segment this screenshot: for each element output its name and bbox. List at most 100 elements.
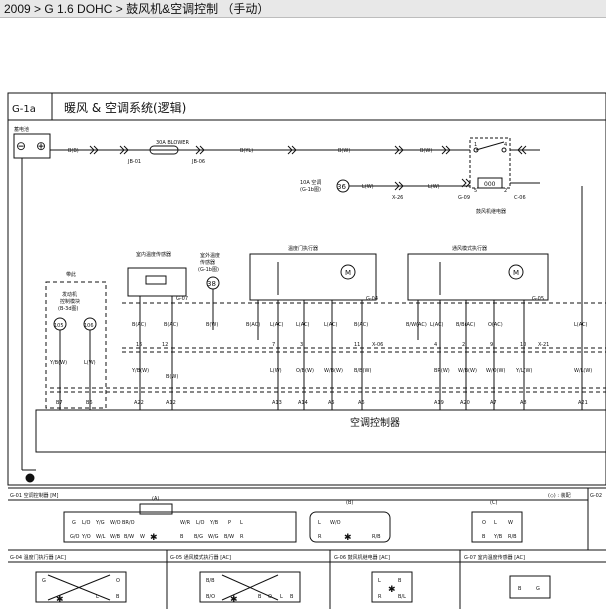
wire-a: B(B) xyxy=(68,148,79,154)
conn-a-bot-r-1: B/G xyxy=(194,534,203,540)
conn-a-top-4: BR/O xyxy=(122,520,135,526)
wire-low-1: L(W) xyxy=(84,360,96,366)
pin-a19: A19 xyxy=(434,400,444,406)
wire-mid-7: B(AC) xyxy=(354,322,368,328)
x-num-2: 7 xyxy=(272,342,275,348)
motor-icon-2: M xyxy=(513,269,519,277)
conn-g07: G-07 室内温度传感器 [AC] xyxy=(464,554,525,561)
conn-a-bot-5: W xyxy=(140,534,145,540)
conn-a-top-3: W/O xyxy=(110,520,121,526)
wire-low-4: O/B(W) xyxy=(296,368,314,374)
pin-a13: A13 xyxy=(272,400,282,406)
battery-label: 蓄电池 xyxy=(14,126,29,133)
conn-g01: G-01 空调控制器 [M] xyxy=(10,492,58,499)
breadcrumb: 2009 > G 1.6 DOHC > 鼓风机&空调控制 （手动） xyxy=(0,0,606,18)
pin-a22: A22 xyxy=(134,400,144,406)
conn-a-top-r-2: Y/B xyxy=(209,520,219,526)
wire-mid-12: L(AC) xyxy=(574,322,588,328)
with-label: 带此 xyxy=(66,271,76,278)
g05-cell-2: B xyxy=(258,594,262,600)
outdoor-sensor-label: 室外温度 xyxy=(200,252,220,259)
asterisk-icon-2: ✱ xyxy=(344,533,352,543)
wire-low-7: BR(W) xyxy=(434,368,450,374)
wire-low-0: Y/B(W) xyxy=(49,360,67,366)
motor-icon: M xyxy=(345,269,351,277)
conn-b-3: R/B xyxy=(372,534,381,540)
conn-sub-b: (B) xyxy=(346,500,353,506)
relay-pin-2: 2 xyxy=(504,188,507,194)
conn-a-top-r-0: W/R xyxy=(180,520,191,526)
wire-low-9: W/O(W) xyxy=(486,368,505,374)
g05-cell-5: B xyxy=(290,594,294,600)
b-label: B(W) xyxy=(166,374,178,380)
conn-a-bot-r-0: B xyxy=(180,534,184,540)
conn-a-top-1: L/O xyxy=(82,520,90,526)
g05-cell-4: L xyxy=(280,594,283,600)
controller-label: 空调控制器 xyxy=(350,416,400,429)
jb06-label: JB-06 xyxy=(191,159,205,165)
wire-low-2: Y/B(W) xyxy=(131,368,149,374)
conn-a-bot-3: W/B xyxy=(110,534,121,540)
node-36: 36 xyxy=(337,183,346,191)
wire-law: L(W) xyxy=(428,184,440,190)
pin-a7: A7 xyxy=(490,400,497,406)
conn-a-bot-r-3: B/W xyxy=(224,534,234,540)
battery-plus-icon: ⊕ xyxy=(36,139,46,153)
conn-g02: G-02 xyxy=(590,493,602,499)
asterisk-icon-4: ✱ xyxy=(230,595,238,605)
pin-a21: A21 xyxy=(578,400,588,406)
relay-pin-1: 1 xyxy=(474,142,477,148)
node-106: 106 xyxy=(84,323,94,329)
wire-c: B(W) xyxy=(338,148,350,154)
g04-cell-2: L xyxy=(96,594,99,600)
wire-mid-10: B/B(AC) xyxy=(456,322,475,328)
wire-mid-2: B(W) xyxy=(206,322,218,328)
node-105: 105 xyxy=(54,323,64,329)
wire-low-5: W/B(W) xyxy=(324,368,343,374)
wire-d: B(W) xyxy=(420,148,432,154)
g06-cell-1: B xyxy=(398,578,402,584)
wire-mid-1: B(AC) xyxy=(164,322,178,328)
g05-cell-1: B/O xyxy=(206,594,215,600)
conn-sub-a: (A) xyxy=(152,496,159,502)
asterisk-icon-3: ✱ xyxy=(56,595,64,605)
g06-cell-3: B/L xyxy=(398,594,406,600)
pin-a6: A6 xyxy=(358,400,365,406)
conn-a-top-r-1: L/O xyxy=(196,520,204,526)
conn-b-2: R xyxy=(318,534,322,540)
diagram-code: G-1a xyxy=(12,104,36,115)
asterisk-icon-5: ✱ xyxy=(388,585,396,595)
pin-b6: B6 xyxy=(86,400,93,406)
g05-cell-3: O xyxy=(268,594,272,600)
diagram-title: 暖风 & 空调系统(逻辑) xyxy=(64,101,186,115)
wire-mid-3: B(AC) xyxy=(246,322,260,328)
conn-a-bot-0: G/O xyxy=(70,534,80,540)
pin-b7: B7 xyxy=(56,400,63,406)
relay-pin-5: 5 xyxy=(474,188,477,194)
relay-pin-4: 4 xyxy=(504,142,507,148)
x06-label: X-06 xyxy=(372,342,383,348)
wire-mid-4: L(AC) xyxy=(270,322,284,328)
wire-mid-8: B/W(AC) xyxy=(406,322,427,328)
conn-a-bot-r-4: R xyxy=(240,534,244,540)
wire-b: B(YL) xyxy=(240,148,253,154)
wire-lw: L(W) xyxy=(362,184,374,190)
x26-label: X-26 xyxy=(392,195,403,201)
g07-cell-1: G xyxy=(536,586,540,592)
conn-c-1: L xyxy=(494,520,497,526)
x-num-6: 2 xyxy=(462,342,465,348)
wire-low-6: B/B(W) xyxy=(354,368,371,374)
conn-b-1: W/O xyxy=(330,520,341,526)
g04-cell-1: O xyxy=(116,578,120,584)
x-num-8: 10 xyxy=(520,342,526,348)
pin-a20: A20 xyxy=(460,400,470,406)
g04-cell-3: B xyxy=(116,594,120,600)
wire-mid-5: L(AC) xyxy=(296,322,310,328)
conn-note: (◇) : 装配 xyxy=(548,492,571,499)
conn-a-top-2: Y/G xyxy=(95,520,105,526)
x-num-5: 4 xyxy=(434,342,437,348)
jb01-label: JB-01 xyxy=(127,159,141,165)
outdoor-sensor-sub: (G-1b图) xyxy=(198,267,219,273)
g07-cell-0: B xyxy=(518,586,522,592)
wire-low-10: Y/L(W) xyxy=(515,368,532,374)
